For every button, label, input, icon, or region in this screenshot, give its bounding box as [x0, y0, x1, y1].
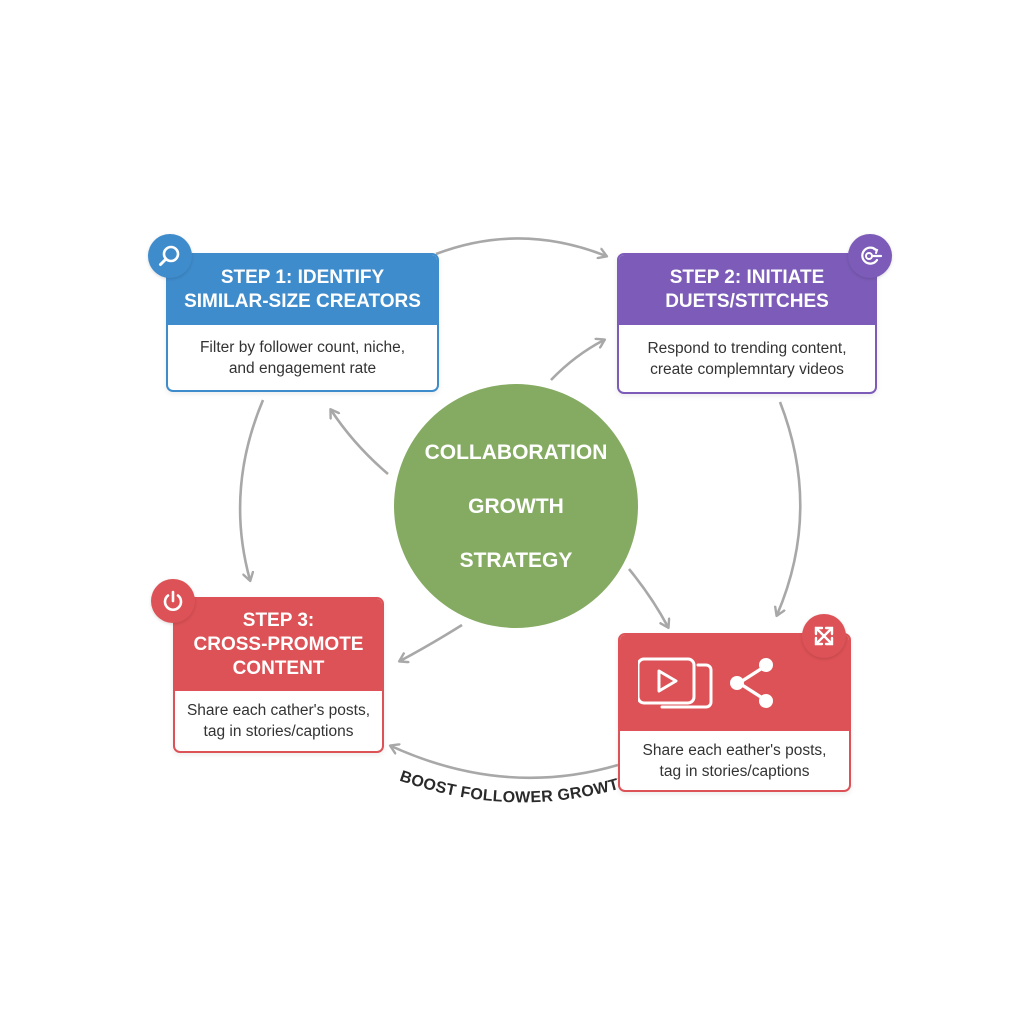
step-1-desc-line1: Filter by follower count, niche,: [199, 338, 406, 356]
step-1-desc-line2: and engagement rate: [228, 359, 377, 377]
video-stack-icon: [638, 657, 713, 709]
step-3-header: STEP 3: CROSS-PROMOTE CONTENT: [175, 599, 382, 691]
step-2-description: Respond to trending content, create comp…: [619, 325, 875, 392]
expand-icon: [802, 614, 846, 658]
step-4-card: Share each eather's posts, tag in storie…: [618, 633, 851, 792]
step-2-desc-line1: Respond to trending content,: [647, 339, 847, 357]
search-icon: [148, 234, 192, 278]
step-2-card: STEP 2: INITIATE DUETS/STITCHES Respond …: [617, 253, 877, 394]
power-icon: [151, 579, 195, 623]
arrow-step4-to-step3: [391, 746, 619, 780]
step-2-header: STEP 2: INITIATE DUETS/STITCHES: [619, 255, 875, 325]
media-icons: [638, 657, 773, 709]
duet-icon: [848, 234, 892, 278]
arrow-center-to-step1: [331, 410, 389, 475]
step-3-description: Share each cather's posts, tag in storie…: [175, 691, 382, 751]
step-3-title-line2: CROSS-PROMOTE: [193, 634, 364, 655]
arrow-center-to-step2: [550, 340, 604, 381]
step-4-description: Share each eather's posts, tag in storie…: [620, 731, 849, 790]
step-4-desc-line2: tag in stories/captions: [659, 762, 810, 780]
arrow-step1-to-step2: [435, 237, 606, 256]
step-3-desc-line1: Share each cather's posts,: [186, 702, 371, 719]
step-1-header: STEP 1: IDENTIFY SIMILAR-SIZE CREATORS: [168, 255, 437, 325]
share-icon: [730, 658, 773, 708]
center-strategy-circle: COLLABORATION GROWTH STRATEGY: [394, 384, 638, 628]
center-title-line1: COLLABORATION: [424, 440, 608, 464]
svg-text:BOOST FOLLOWER GROWTH: BOOST FOLLOWER GROWTH: [398, 768, 633, 806]
center-title-line3: STRATEGY: [459, 548, 573, 572]
arrow-step1-to-step3: [238, 399, 265, 580]
step-3-card: STEP 3: CROSS-PROMOTE CONTENT Share each…: [173, 597, 384, 753]
center-title-line2: GROWTH: [468, 494, 564, 518]
step-2-desc-line2: create complemntary videos: [650, 360, 844, 378]
step-3-title-line1: STEP 3:: [242, 610, 315, 631]
step-1-title-line2: SIMILAR-SIZE CREATORS: [184, 291, 421, 312]
step-3-title-line3: CONTENT: [232, 658, 325, 679]
arrow-center-to-step4: [627, 568, 668, 627]
step-3-desc-line2: tag in stories/captions: [203, 723, 354, 740]
step-2-title-line2: DUETS/STITCHES: [665, 291, 829, 312]
curved-label: BOOST FOLLOWER GROWTH: [398, 768, 632, 806]
step-1-description: Filter by follower count, niche, and eng…: [168, 325, 437, 390]
step-1-card: STEP 1: IDENTIFY SIMILAR-SIZE CREATORS F…: [166, 253, 439, 392]
arrow-center-to-step3: [400, 623, 463, 661]
step-1-title-line1: STEP 1: IDENTIFY: [220, 267, 385, 288]
arrow-step2-to-step4: [777, 401, 802, 615]
step-2-title-line1: STEP 2: INITIATE: [669, 267, 825, 288]
step-4-desc-line1: Share each eather's posts,: [642, 741, 827, 759]
